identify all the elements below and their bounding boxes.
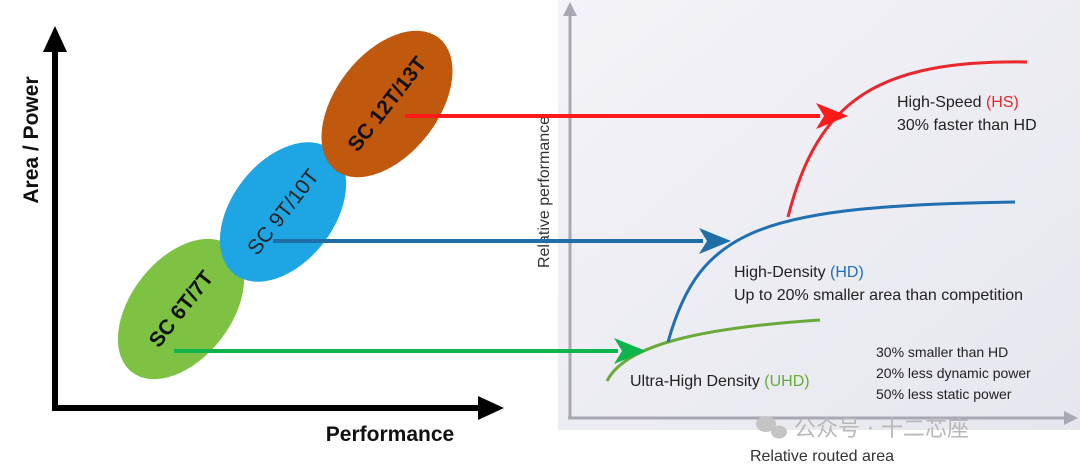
right-y-axis-arrowhead <box>563 2 577 16</box>
label-hs-name: High-Speed <box>897 94 982 111</box>
label-uhd: Ultra-High Density (UHD) <box>630 373 810 390</box>
label-hd-abbr: (HD) <box>830 264 864 281</box>
label-uhd-abbr: (UHD) <box>764 373 809 390</box>
label-uhd-name: Ultra-High Density <box>630 373 760 390</box>
left-x-axis-arrowhead <box>478 396 504 420</box>
wechat-icon <box>756 416 787 439</box>
right-x-axis-arrowhead <box>1064 411 1078 425</box>
right-panel: Relative performance Relative routed are… <box>536 0 1080 465</box>
curve-uhd <box>605 318 821 382</box>
uhd-benefit-3: 50% less static power <box>876 386 1012 402</box>
watermark: 公众号 · 十二芯座 <box>756 416 969 442</box>
left-panel: Area / Power Performance SC 6T/7T SC 9T/… <box>20 26 504 446</box>
label-hs-note: 30% faster than HD <box>897 117 1037 134</box>
left-y-axis-label: Area / Power <box>20 76 43 203</box>
arrow-red-head <box>816 103 848 129</box>
uhd-benefit-2: 20% less dynamic power <box>876 365 1031 381</box>
left-y-axis-arrowhead <box>43 26 67 52</box>
label-hd-note: Up to 20% smaller area than competition <box>734 287 1023 304</box>
left-x-axis-label: Performance <box>326 423 454 446</box>
curve-hs <box>786 60 1028 218</box>
label-hd-name: High-Density <box>734 264 826 281</box>
curve-hd <box>666 200 1016 343</box>
arrow-blue-head <box>699 228 731 254</box>
ellipse-shape <box>321 30 453 178</box>
ellipse-shape <box>117 238 245 380</box>
cell-ellipse-6t7t: SC 6T/7T <box>117 238 245 380</box>
watermark-text: 公众号 · 十二芯座 <box>794 417 969 442</box>
cell-ellipse-12t13t: SC 12T/13T <box>321 30 453 178</box>
cell-ellipse-9t10t: SC 9T/10T <box>219 142 347 282</box>
mapping-arrows <box>174 103 848 364</box>
ellipse-shape <box>219 142 347 282</box>
right-x-axis-label: Relative routed area <box>750 448 894 465</box>
label-hs: High-Speed (HS) <box>897 94 1019 111</box>
right-y-axis-label: Relative performance <box>536 116 553 268</box>
arrow-green-head <box>614 338 646 364</box>
label-hs-abbr: (HS) <box>986 94 1019 111</box>
label-hd: High-Density (HD) <box>734 264 864 281</box>
uhd-benefit-1: 30% smaller than HD <box>876 344 1008 360</box>
